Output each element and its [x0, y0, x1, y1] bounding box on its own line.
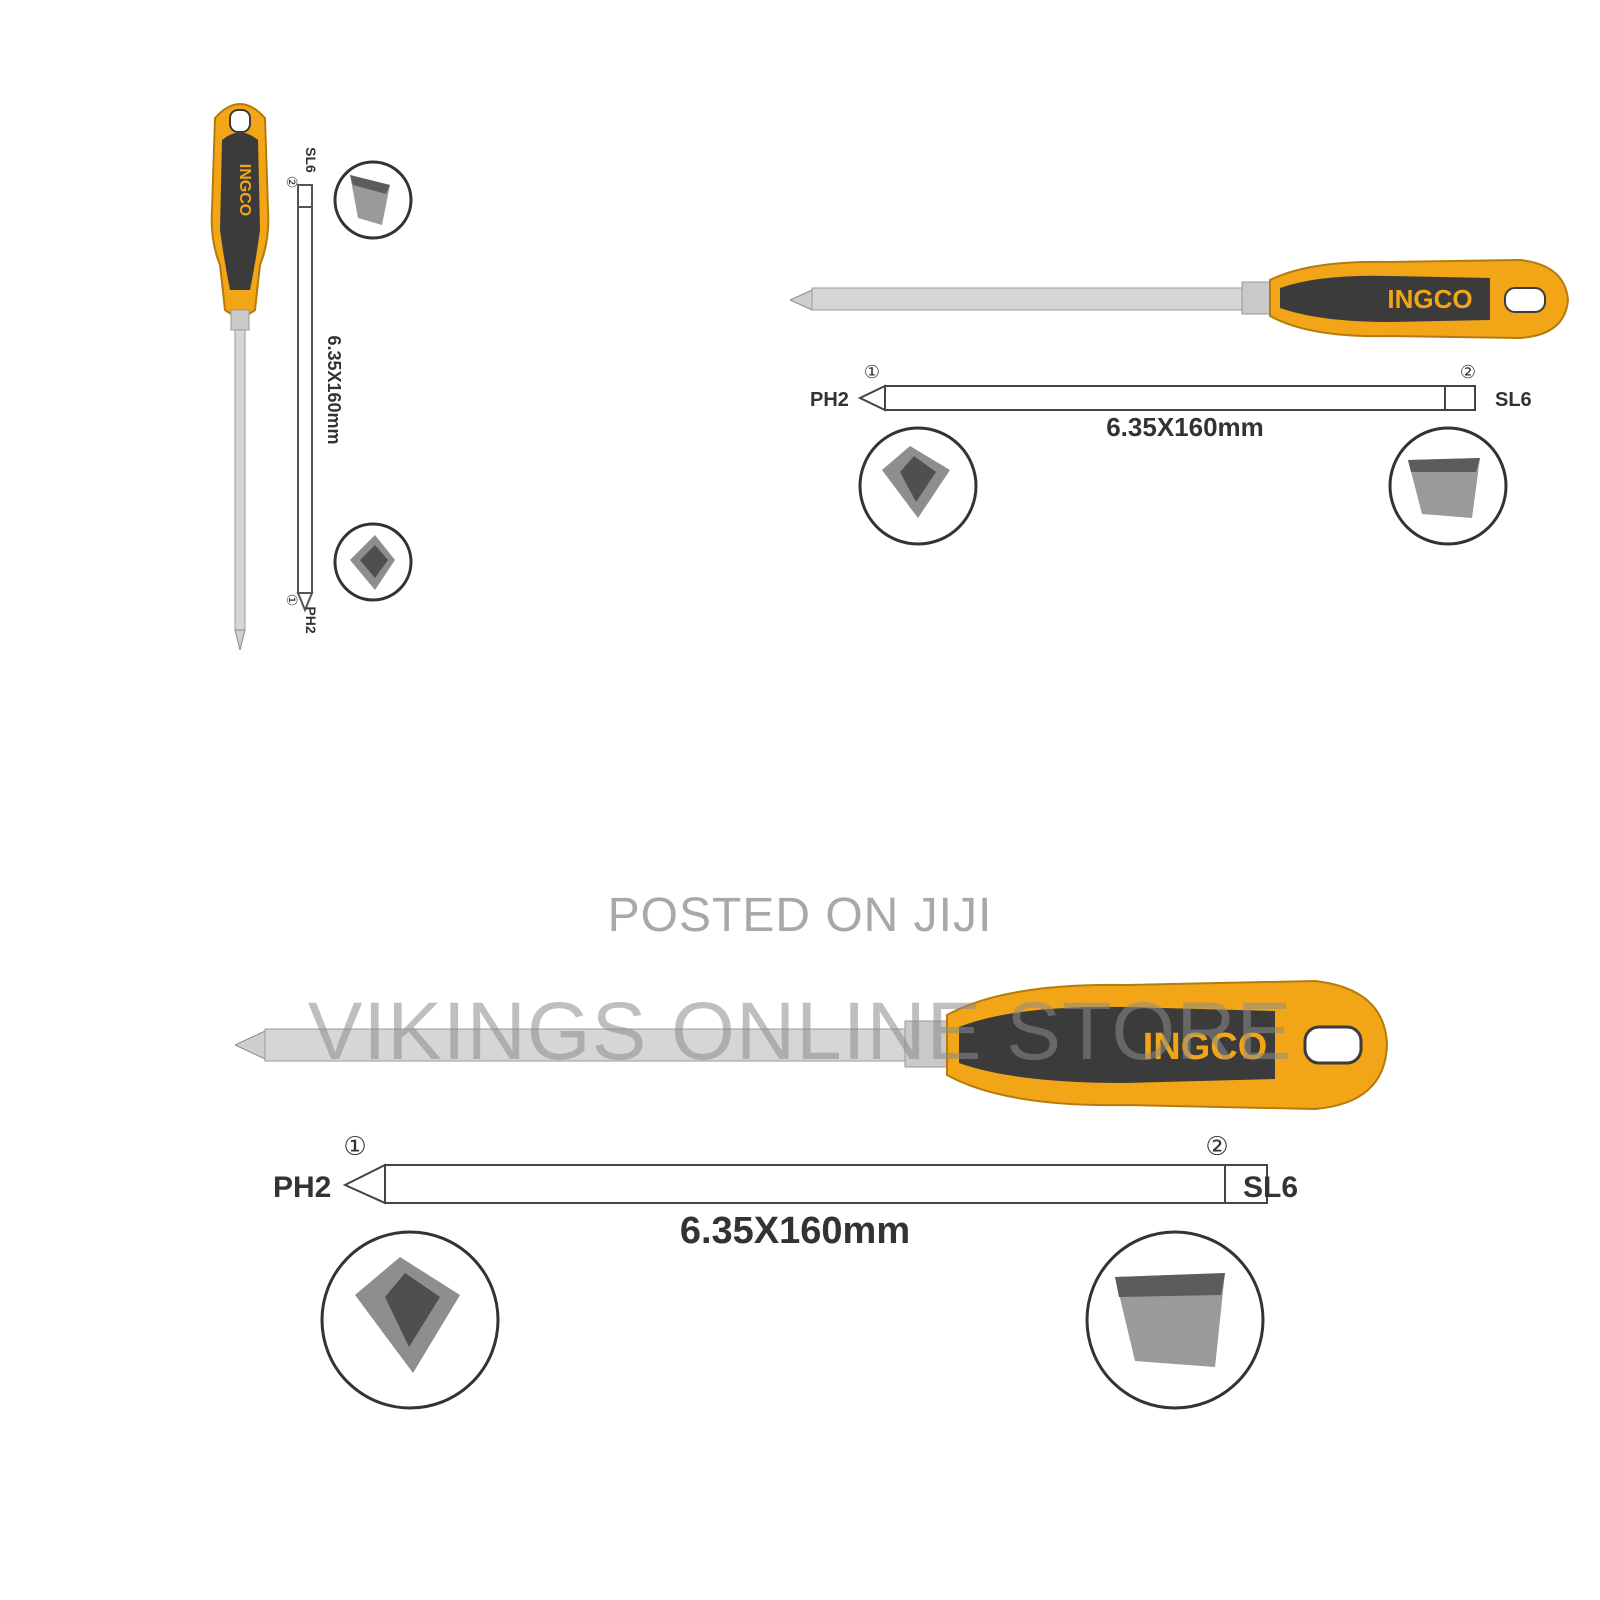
- dimension-label-small: 6.35X160mm: [1106, 412, 1264, 442]
- logo-text-small: INGCO: [1387, 284, 1472, 314]
- phillips-tip-closeup-icon: [320, 1230, 500, 1410]
- tip-1-marker-small: ①: [864, 362, 880, 382]
- tip-2-marker-large: ②: [1205, 1131, 1228, 1161]
- dimension-label-large: 6.35X160mm: [680, 1210, 910, 1252]
- phillips-tip-closeup-icon: [858, 426, 978, 546]
- tip-2-label-small: SL6: [1495, 389, 1532, 411]
- horizontal-screwdriver-illustration: INGCO ① PH2 ② SL6 6.35X160mm: [790, 258, 1570, 546]
- horizontal-product-view-large: INGCO ① PH2 ② SL6 6.35X160mm: [235, 975, 1415, 1415]
- horizontal-product-view-small: INGCO ① PH2 ② SL6 6.35X160mm: [790, 250, 1590, 550]
- tip-2-marker-small: ②: [1460, 362, 1476, 382]
- tip-1-marker-large: ①: [343, 1131, 366, 1161]
- tip-1-label-large: PH2: [273, 1171, 331, 1204]
- slotted-tip-closeup-icon: [1388, 426, 1508, 546]
- slotted-tip-closeup-icon: [333, 160, 413, 240]
- vertical-screwdriver-illustration: INGCO ② SL6 6.35X160mm ① PH2: [210, 103, 413, 651]
- logo-text-large: INGCO: [1143, 1026, 1268, 1068]
- tip-1-label-small: PH2: [810, 389, 849, 411]
- tip-2-label-large: SL6: [1243, 1171, 1298, 1204]
- tip-2-label-vertical: SL6: [303, 147, 319, 173]
- phillips-tip-closeup-icon: [333, 522, 413, 602]
- logo-text-vertical: INGCO: [236, 164, 253, 216]
- tip-2-marker-vertical: ②: [284, 176, 300, 189]
- tip-1-marker-vertical: ①: [284, 594, 300, 607]
- tip-1-label-vertical: PH2: [303, 606, 319, 633]
- horizontal-screwdriver-illustration-large: INGCO ① PH2 ② SL6 6.35X160mm: [235, 979, 1389, 1410]
- vertical-product-view: INGCO ② SL6 6.35X160mm ① PH2: [190, 90, 430, 670]
- watermark-posted-on: POSTED ON JIJI: [607, 889, 993, 942]
- slotted-tip-closeup-icon: [1085, 1230, 1265, 1410]
- dimension-label-vertical: 6.35X160mm: [324, 335, 344, 444]
